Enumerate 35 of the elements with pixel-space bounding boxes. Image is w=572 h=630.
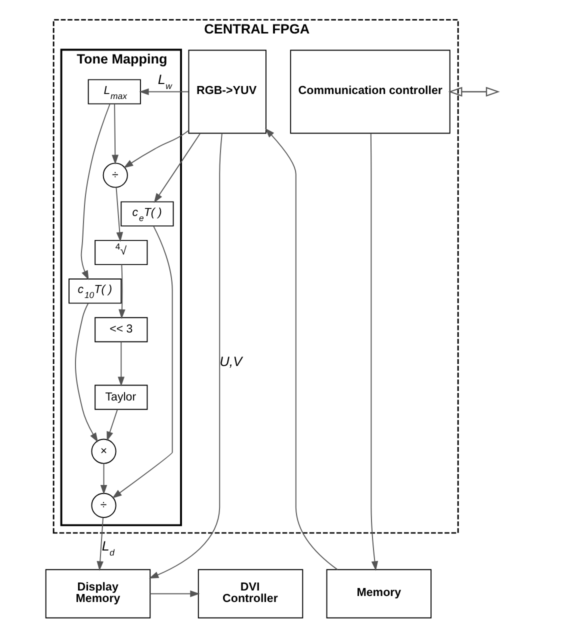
node-circle: ×: [91, 438, 116, 464]
arrow: [150, 590, 200, 598]
node-box: Memory: [326, 569, 432, 618]
arrow: [100, 463, 108, 495]
node-box: Display Memory: [45, 569, 151, 618]
node-circle: ÷: [102, 162, 128, 188]
arrow: [116, 186, 124, 242]
arrow: [80, 104, 110, 280]
node-box: L$_{max}$: [88, 79, 141, 104]
edge-label: L$_{d}$: [102, 538, 114, 558]
arrow: [148, 132, 222, 579]
arrow: [124, 130, 190, 168]
arrow: [118, 341, 125, 386]
arrow: [106, 409, 118, 442]
arrow: [265, 128, 338, 570]
node-box: $^{4}$√: [94, 240, 148, 266]
node-circle: ÷: [91, 492, 116, 518]
node-box: RGB->YUV: [188, 50, 266, 134]
node-box: DVI Controller: [198, 569, 304, 618]
arrow: [139, 88, 189, 96]
arrow: [448, 86, 500, 97]
node-box: c$_{10}$T( ): [68, 278, 122, 304]
node-box: Taylor: [94, 384, 148, 410]
arrow: [75, 302, 98, 442]
arrow: [96, 517, 104, 571]
arrow: [118, 264, 126, 319]
node-box: << 3: [94, 317, 148, 342]
arrow: [112, 226, 173, 498]
edge-label: L$_{w}$: [158, 72, 172, 92]
edge-label: U,V: [220, 354, 242, 370]
arrow: [370, 132, 378, 571]
node-box: Communication controller: [290, 50, 450, 134]
arrow: [112, 104, 119, 165]
arrow: [154, 132, 201, 203]
node-box: c$_{e}$T( ): [120, 201, 174, 226]
